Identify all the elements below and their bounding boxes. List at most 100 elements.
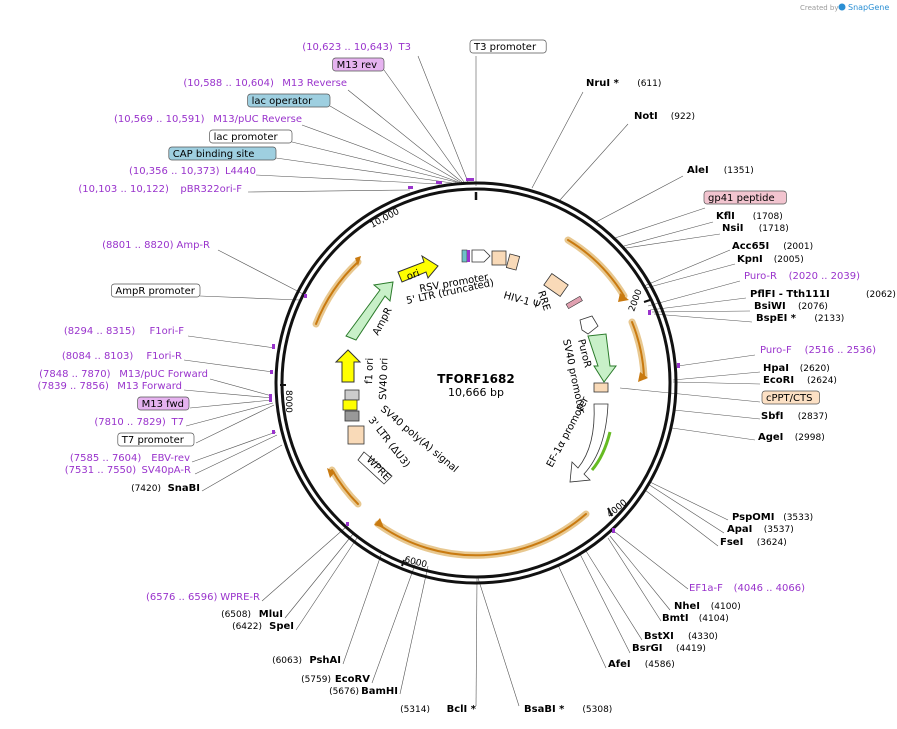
right-label-bspei-: BspEI * xyxy=(756,313,797,324)
left-pos-mlui: (6508) xyxy=(221,610,251,620)
right-label-t3-promoter-box xyxy=(469,39,547,54)
left-label-wpre-r: WPRE-R xyxy=(220,592,260,603)
right-pos-afei: (4586) xyxy=(645,660,675,670)
left-label-m13-reverse: M13 Reverse xyxy=(282,78,347,89)
left-pos-f1ori-f: (8294 .. 8315) xyxy=(64,326,136,337)
label-f1-ori: f1 ori xyxy=(364,358,376,384)
tick-2000: 2000 xyxy=(627,288,644,313)
left-pos-amp-r: (8801 .. 8820) xyxy=(102,240,174,251)
right-pos-nsii: (1718) xyxy=(759,224,789,234)
right-label-pspomi: PspOMI xyxy=(732,512,774,523)
left-pos-bcli-: (5314) xyxy=(400,705,430,715)
left-label-m13-puc-forward: M13/pUC Forward xyxy=(119,369,208,380)
left-pos-f1ori-r: (8084 .. 8103) xyxy=(62,351,134,362)
right-pos-puro-f: (2516 .. 2536) xyxy=(805,345,877,356)
polya-box xyxy=(344,410,360,422)
right-label-noti: NotI xyxy=(634,111,658,122)
right-pos-puro-r: (2020 .. 2039) xyxy=(789,271,861,282)
right-label-cppt-cts: cPPT/CTS xyxy=(766,393,812,404)
ori-feature-arrow xyxy=(397,254,439,283)
left-pos-l4440: (10,356 .. 10,373) xyxy=(129,166,220,177)
right-label-sbfi: SbfI xyxy=(761,411,783,422)
primer-marks xyxy=(269,178,680,533)
right-pos-fsei: (3624) xyxy=(757,538,787,548)
brand-text: SnapGene xyxy=(848,3,889,12)
right-pos-kfli: (1708) xyxy=(753,212,783,222)
right-pos-ecori: (2624) xyxy=(807,376,837,386)
rre-box xyxy=(543,272,569,298)
left-label-m13-forward: M13 Forward xyxy=(117,381,182,392)
left-label-ampr-promoter: AmpR promoter xyxy=(115,286,195,297)
right-pos-bsiwi: (2076) xyxy=(798,302,828,312)
left-pos-bamhi: (5676) xyxy=(329,687,359,697)
right-label-kpni: KpnI xyxy=(737,254,763,265)
left-pos-ebv-rev: (7585 .. 7604) xyxy=(70,453,142,464)
orf-arrowheads xyxy=(327,256,648,528)
left-label-lac-operator: lac operator xyxy=(252,96,313,107)
right-label-apai: ApaI xyxy=(727,524,752,535)
f1-ori-feature-arrow xyxy=(334,349,362,383)
right-pos-bmti: (4104) xyxy=(699,614,729,624)
plasmid-length: 10,666 bp xyxy=(448,386,504,399)
right-pos-pspomi: (3533) xyxy=(783,513,813,523)
left-label-pshai: PshAI xyxy=(309,655,341,666)
right-pos-agei: (2998) xyxy=(795,433,825,443)
right-label-ef1a-f: EF1a-F xyxy=(689,583,723,594)
right-pos-noti: (922) xyxy=(671,112,695,122)
right-label-puro-r: Puro-R xyxy=(744,271,777,282)
right-pos-bspei-: (2133) xyxy=(814,314,844,324)
right-label-hpai: HpaI xyxy=(763,363,789,374)
right-label-pflfi-tth111i: PflFI - Tth111I xyxy=(750,289,830,300)
left-label-snabi: SnaBI xyxy=(168,483,200,494)
left-label-f1ori-f: F1ori-F xyxy=(150,326,185,337)
left-label-lac-operator-box xyxy=(247,93,331,108)
right-pos-ef1a-f: (4046 .. 4066) xyxy=(734,583,806,594)
right-pos-nhei: (4100) xyxy=(711,602,741,612)
right-label-agei: AgeI xyxy=(758,432,783,443)
left-pos-m13-puc-forward: (7848 .. 7870) xyxy=(39,369,111,380)
left-pos-m13-reverse: (10,588 .. 10,604) xyxy=(183,78,274,89)
gp41-box xyxy=(565,295,583,310)
backbone-outer-ring xyxy=(274,181,678,585)
orf-arcs xyxy=(312,236,648,559)
left-pos-wpre-r: (6576 .. 6596) xyxy=(146,592,218,603)
right-label-bsabi-: BsaBI * xyxy=(524,704,565,715)
left-label-t7: T7 xyxy=(171,417,184,428)
left-label-cap-binding-site-box xyxy=(168,146,277,161)
left-label-bcli-: BclI * xyxy=(447,704,477,715)
sv40-promoter-arrow xyxy=(579,315,599,335)
plasmid-name: TFORF1682 xyxy=(437,372,514,386)
left-label-m13-rev: M13 rev xyxy=(337,60,378,71)
psi-box xyxy=(505,253,521,271)
tick-8000: 8000 xyxy=(283,390,293,413)
left-pos-snabi: (7420) xyxy=(131,484,161,494)
right-label-bmti: BmtI xyxy=(662,613,689,624)
backbone-inner-ring xyxy=(280,187,672,579)
left-label-ebv-rev: EBV-rev xyxy=(151,453,190,464)
right-label-gp41-peptide: gp41 peptide xyxy=(708,193,775,204)
right-label-kfli: KflI xyxy=(716,211,735,222)
right-label-ecori: EcoRI xyxy=(763,375,794,386)
right-label-bstxi: BstXI xyxy=(644,631,674,642)
right-label-alei: AleI xyxy=(687,165,709,176)
left-label-m13-puc-reverse: M13/pUC Reverse xyxy=(213,114,302,125)
right-pos-acc65i: (2001) xyxy=(783,242,813,252)
ltr3-box xyxy=(347,425,365,445)
left-pos-t7: (7810 .. 7829) xyxy=(94,417,166,428)
right-label-afei: AfeI xyxy=(608,659,631,670)
right-pos-nrui-: (611) xyxy=(637,79,661,89)
snapgene-logo-icon xyxy=(838,3,846,11)
label-ori: ori xyxy=(405,268,421,283)
right-pos-bsabi-: (5308) xyxy=(582,705,612,715)
left-label-ampr-promoter-box xyxy=(111,283,201,298)
left-label-lac-promoter-box xyxy=(209,129,293,144)
ltr5-box xyxy=(491,250,507,266)
left-pos-ecorv: (5759) xyxy=(301,675,331,685)
left-label-mlui: MluI xyxy=(259,609,283,620)
left-label-bamhi: BamHI xyxy=(361,686,398,697)
left-label-pbr322ori-f: pBR322ori-F xyxy=(180,184,242,195)
wpre-box xyxy=(357,451,393,485)
right-label-bsiwi: BsiWI xyxy=(754,301,786,312)
